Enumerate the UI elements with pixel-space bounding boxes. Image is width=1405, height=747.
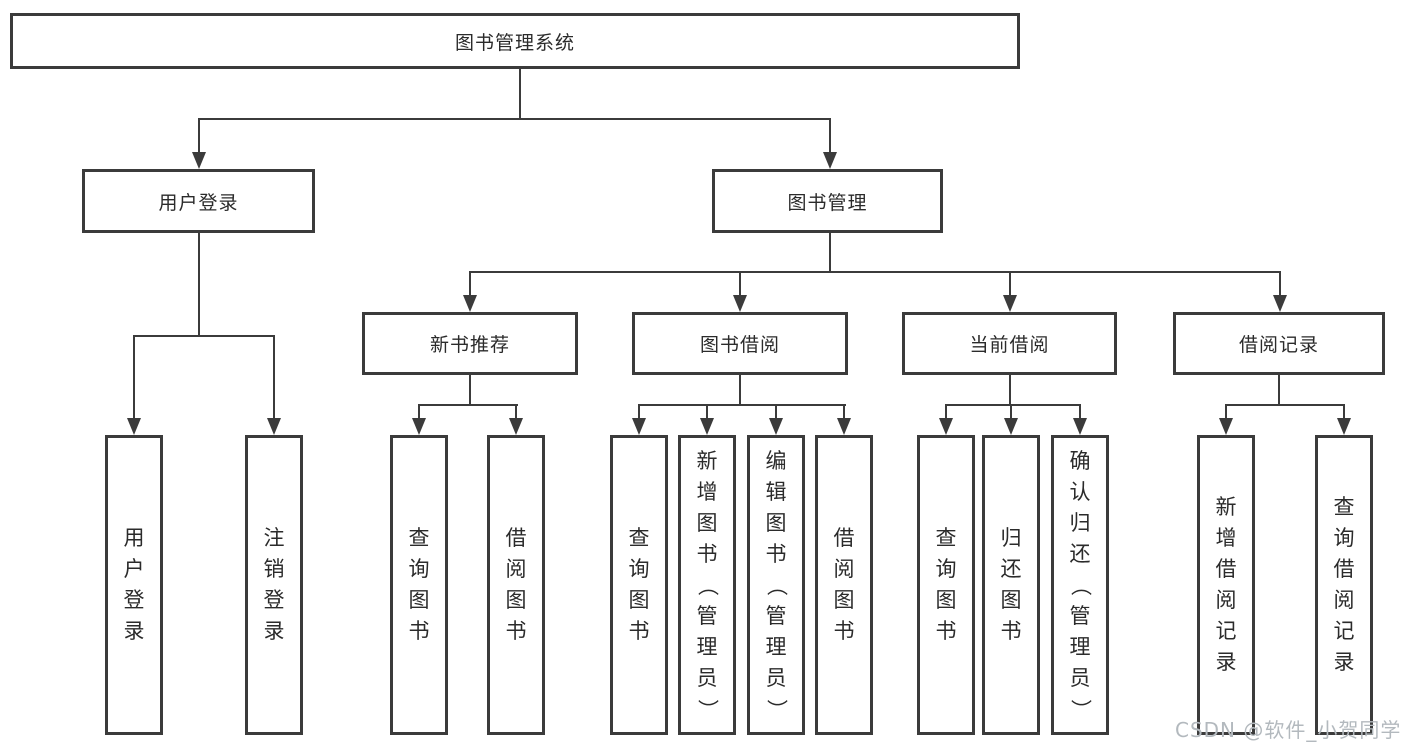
connector-root-rail	[198, 118, 831, 120]
connector-user-login-drop-2	[273, 335, 275, 419]
arrowhead-recommend-leaf-1	[412, 418, 426, 435]
connector-book-mgmt-stem	[829, 233, 831, 272]
connector-borrow-stem	[739, 375, 741, 405]
connector-current-drop-2	[1010, 404, 1012, 419]
leaf-records-add-record: 新增借阅记录	[1197, 435, 1255, 735]
connector-borrow-drop-2	[706, 404, 708, 419]
connector-records-rail	[1225, 404, 1345, 406]
connector-current-drop-3	[1079, 404, 1081, 419]
arrowhead-borrow-leaf-1	[632, 418, 646, 435]
node-library-system-label: 图书管理系统	[454, 31, 575, 54]
node-user-login: 用户登录	[82, 169, 315, 233]
arrowhead-user-login	[192, 152, 206, 169]
connector-borrow-drop-1	[638, 404, 640, 419]
connector-drop-new-book	[469, 271, 471, 297]
leaf-records-query-record: 查询借阅记录	[1315, 435, 1373, 735]
arrowhead-login-leaf	[127, 418, 141, 435]
connector-borrow-rail	[638, 404, 846, 406]
connector-records-stem	[1278, 375, 1280, 405]
connector-drop-book-borrow	[739, 271, 741, 297]
node-new-book-recommend-label: 新书推荐	[429, 334, 510, 356]
connector-recommend-drop-2	[515, 404, 517, 419]
node-book-borrow: 图书借阅	[632, 312, 848, 375]
connector-records-drop-2	[1343, 404, 1345, 419]
node-book-borrow-label: 图书借阅	[699, 334, 780, 356]
connector-current-stem	[1009, 375, 1011, 405]
node-current-borrow-label: 当前借阅	[969, 334, 1050, 356]
arrowhead-new-book-recommend	[463, 295, 477, 312]
arrowhead-current-leaf-1	[939, 418, 953, 435]
csdn-watermark: CSDN @软件_小贺同学	[1175, 718, 1402, 742]
connector-user-login-drop-1	[133, 335, 135, 419]
leaf-recommend-query-books: 查询图书	[390, 435, 448, 735]
leaf-recommend-borrow-books: 借阅图书	[487, 435, 545, 735]
arrowhead-borrow-records	[1273, 295, 1287, 312]
connector-drop-borrow-records	[1279, 271, 1281, 297]
arrowhead-borrow-leaf-2	[700, 418, 714, 435]
arrowhead-current-borrow	[1003, 295, 1017, 312]
connector-borrow-drop-3	[775, 404, 777, 419]
connector-recommend-stem	[469, 375, 471, 405]
connector-book-mgmt-rail	[469, 271, 1281, 273]
node-new-book-recommend: 新书推荐	[362, 312, 578, 375]
node-user-login-label: 用户登录	[158, 191, 239, 214]
node-current-borrow: 当前借阅	[902, 312, 1117, 375]
connector-user-login-stem	[198, 233, 200, 336]
leaf-logout: 注销登录	[245, 435, 303, 735]
connector-root-drop-right	[829, 118, 831, 154]
arrowhead-borrow-leaf-4	[837, 418, 851, 435]
connector-user-login-rail	[133, 335, 275, 337]
leaf-borrow-query-books: 查询图书	[610, 435, 668, 735]
leaf-current-query-books: 查询图书	[917, 435, 975, 735]
connector-current-drop-1	[945, 404, 947, 419]
connector-root-stem	[519, 69, 521, 119]
connector-drop-current-borrow	[1009, 271, 1011, 297]
arrowhead-logout-leaf	[267, 418, 281, 435]
connector-records-drop-1	[1225, 404, 1227, 419]
arrowhead-borrow-leaf-3	[769, 418, 783, 435]
node-borrow-records: 借阅记录	[1173, 312, 1385, 375]
node-book-management-label: 图书管理	[787, 191, 868, 214]
arrowhead-current-leaf-2	[1004, 418, 1018, 435]
connector-recommend-rail	[418, 404, 518, 406]
arrowhead-recommend-leaf-2	[509, 418, 523, 435]
leaf-borrow-edit-books-admin: 编辑图书（管理员）	[747, 435, 805, 735]
leaf-borrow-borrow-books: 借阅图书	[815, 435, 873, 735]
connector-recommend-drop-1	[418, 404, 420, 419]
connector-current-rail	[945, 404, 1081, 406]
leaf-borrow-add-books-admin: 新增图书（管理员）	[678, 435, 736, 735]
leaf-user-login: 用户登录	[105, 435, 163, 735]
node-library-system: 图书管理系统	[10, 13, 1020, 69]
leaf-current-confirm-return-admin: 确认归还（管理员）	[1051, 435, 1109, 735]
leaf-current-return-books: 归还图书	[982, 435, 1040, 735]
connector-root-drop-left	[198, 118, 200, 154]
node-book-management: 图书管理	[712, 169, 943, 233]
arrowhead-current-leaf-3	[1073, 418, 1087, 435]
arrowhead-book-borrow	[733, 295, 747, 312]
arrowhead-records-leaf-1	[1219, 418, 1233, 435]
arrowhead-book-management	[823, 152, 837, 169]
connector-borrow-drop-4	[843, 404, 845, 419]
node-borrow-records-label: 借阅记录	[1238, 334, 1319, 356]
arrowhead-records-leaf-2	[1337, 418, 1351, 435]
